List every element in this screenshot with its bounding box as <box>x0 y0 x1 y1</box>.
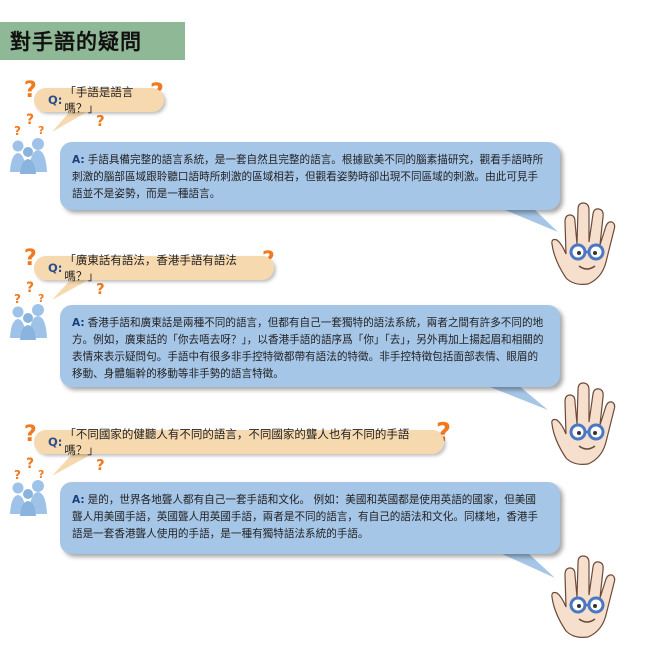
answer-tail <box>485 385 548 410</box>
answer-tail <box>500 553 555 578</box>
question-mark-icon: ? <box>24 422 37 447</box>
question-tail <box>52 454 92 476</box>
question-mark-icon: ? <box>38 292 45 305</box>
question-text: 「廣東話有語法，香港手語有語法嗎？」 <box>64 253 237 283</box>
answer-label: A: <box>72 494 85 506</box>
question-mark-icon: ? <box>26 280 35 296</box>
question-bubble: Q: 「廣東話有語法，香港手語有語法嗎？」 <box>34 253 274 283</box>
question-mark-icon: ? <box>38 468 45 481</box>
answer-text: 手語具備完整的語言系統，是一套自然且完整的語言。根據歐美不同的腦素描研究，觀看手… <box>72 154 544 200</box>
question-label: Q: <box>48 93 63 107</box>
hand-with-glasses-icon <box>550 201 617 286</box>
question-mark-icon: ? <box>96 112 105 130</box>
hand-with-glasses-icon <box>550 381 617 466</box>
answer-label: A: <box>72 317 85 329</box>
question-label: Q: <box>48 261 63 275</box>
question-mark-icon: ? <box>14 292 21 306</box>
question-tail <box>52 278 92 300</box>
hand-with-glasses-icon <box>550 554 617 639</box>
question-mark-icon: ? <box>96 280 105 298</box>
question-bubble: Q: 「不同國家的健聽人有不同的語言，不同國家的聾人也有不同的手語嗎？」 <box>34 427 444 457</box>
question-text: 「手語是語言嗎？」 <box>64 85 134 115</box>
answer-bubble: A:香港手語和廣東話是兩種不同的語言，但都有自己一套獨特的語法系統，兩者之間有許… <box>60 305 560 387</box>
question-mark-icon: ? <box>26 112 35 128</box>
question-mark-icon: ? <box>14 468 21 482</box>
question-text: 「不同國家的健聽人有不同的語言，不同國家的聾人也有不同的手語嗎？」 <box>64 427 410 457</box>
people-icon <box>10 480 47 516</box>
question-mark-icon: ? <box>24 246 37 271</box>
answer-bubble: A:手語具備完整的語言系統，是一套自然且完整的語言。根據歐美不同的腦素描研究，觀… <box>60 142 560 210</box>
question-label: Q: <box>48 435 63 449</box>
people-icon <box>10 304 47 340</box>
answer-label: A: <box>72 154 85 166</box>
answer-text: 是的，世界各地聾人都有自己一套手語和文化。 例如：美國和英國都是使用英語的國家，… <box>72 494 539 540</box>
question-mark-icon: ? <box>38 124 45 137</box>
question-mark-icon: ? <box>24 78 37 103</box>
page-title: 對手語的疑問 <box>10 30 142 54</box>
question-mark-icon: ? <box>96 456 105 474</box>
answer-bubble: A:是的，世界各地聾人都有自己一套手語和文化。 例如：美國和英國都是使用英語的國… <box>60 482 560 554</box>
question-tail <box>52 109 92 132</box>
page-title-bar: 對手語的疑問 <box>0 22 185 60</box>
people-icon <box>10 138 47 174</box>
answer-tail <box>505 210 558 232</box>
question-mark-icon: ? <box>14 124 21 138</box>
question-bubble: Q: 「手語是語言嗎？」 <box>34 85 164 115</box>
question-mark-icon: ? <box>26 456 35 472</box>
answer-text: 香港手語和廣東話是兩種不同的語言，但都有自己一套獨特的語法系統，兩者之間有許多不… <box>72 317 544 380</box>
